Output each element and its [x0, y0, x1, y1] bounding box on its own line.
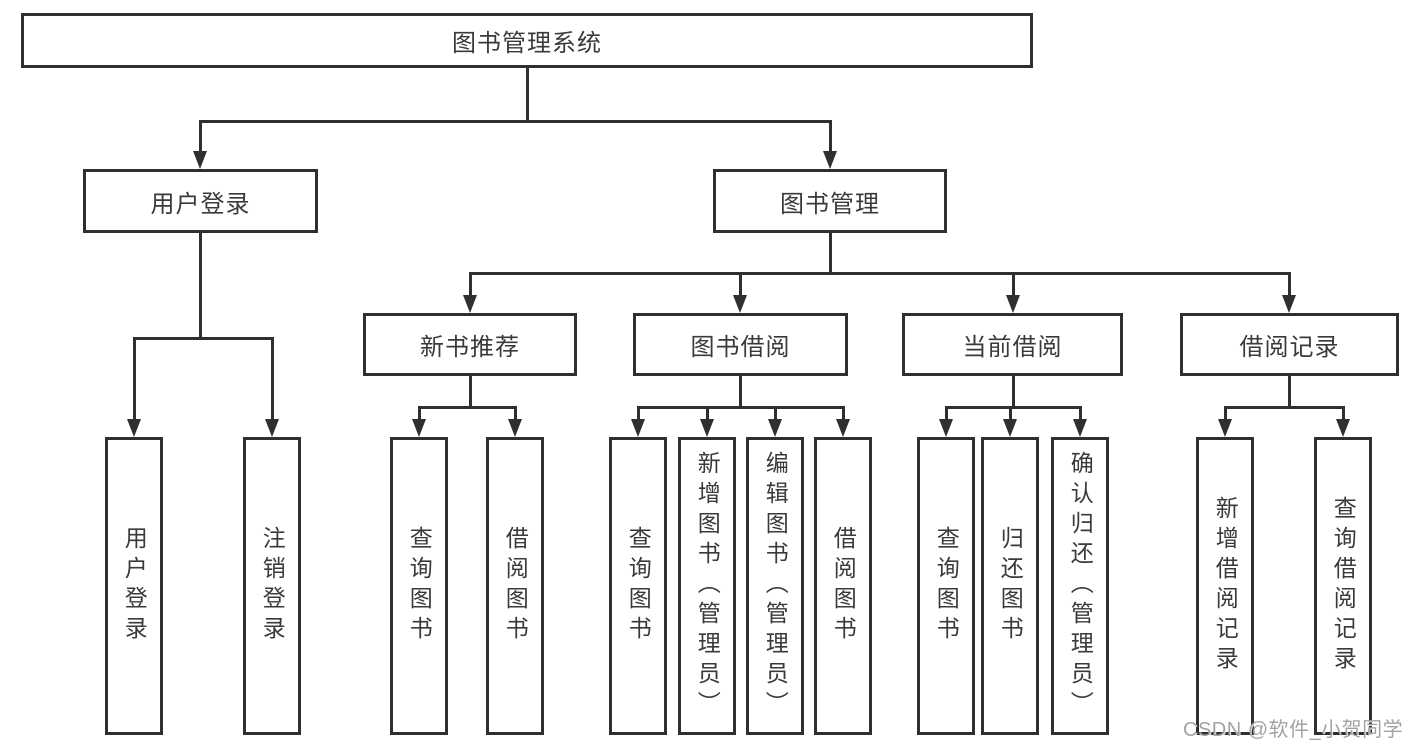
- connector-line: [198, 120, 832, 123]
- connector-line: [468, 376, 472, 409]
- connector-line: [468, 272, 1291, 275]
- connector-line: [944, 409, 948, 419]
- node-borrow-records: 借阅记录: [1180, 313, 1399, 376]
- arrowhead: [939, 419, 953, 437]
- leaf-borrow-query-books-label: 查询图书: [625, 526, 652, 646]
- connector-line: [270, 340, 274, 419]
- connector-line: [198, 233, 202, 340]
- connector-line: [417, 406, 517, 409]
- connector-line: [198, 123, 202, 151]
- arrowhead: [193, 151, 207, 169]
- arrowhead: [1218, 419, 1232, 437]
- arrowhead: [1282, 295, 1296, 313]
- connector-line: [1011, 376, 1015, 409]
- arrowhead: [836, 419, 850, 437]
- leaf-borrow-borrow-books: 借阅图书: [814, 437, 872, 735]
- node-current-borrow: 当前借阅: [902, 313, 1123, 376]
- leaf-current-query-books-label: 查询图书: [933, 526, 960, 646]
- leaf-borrow-borrow-books-label: 借阅图书: [830, 526, 857, 646]
- connector-line: [841, 409, 845, 419]
- leaf-rec-borrow-books: 借阅图书: [486, 437, 544, 735]
- connector-line: [1008, 409, 1012, 419]
- leaf-records-add-record: 新增借阅记录: [1196, 437, 1254, 735]
- connector-line: [1287, 275, 1291, 295]
- leaf-logout: 注销登录: [243, 437, 301, 735]
- node-borrow-records-label: 借阅记录: [1239, 334, 1340, 361]
- arrowhead: [127, 419, 141, 437]
- node-user-login: 用户登录: [83, 169, 318, 233]
- leaf-records-add-record-label: 新增借阅记录: [1212, 496, 1239, 676]
- connector-line: [132, 340, 136, 419]
- arrowhead: [733, 295, 747, 313]
- leaf-rec-borrow-books-label: 借阅图书: [502, 526, 529, 646]
- arrowhead: [768, 419, 782, 437]
- connector-line: [828, 123, 832, 151]
- leaf-logout-label: 注销登录: [259, 526, 286, 646]
- connector-line: [738, 376, 742, 409]
- leaf-borrow-query-books: 查询图书: [609, 437, 667, 735]
- connector-line: [1341, 409, 1345, 419]
- node-root: 图书管理系统: [21, 13, 1033, 68]
- connector-line: [417, 409, 421, 419]
- arrowhead: [700, 419, 714, 437]
- connector-line: [636, 409, 640, 419]
- connector-line: [1078, 409, 1082, 419]
- connector-line: [1223, 409, 1227, 419]
- arrowhead: [631, 419, 645, 437]
- arrowhead: [463, 295, 477, 313]
- node-book-management-label: 图书管理: [780, 190, 880, 218]
- connector-line: [1287, 376, 1291, 409]
- connector-line: [828, 233, 832, 275]
- leaf-current-confirm-return-admin: 确认归还（管理员）: [1051, 437, 1109, 735]
- leaf-user-login-label: 用户登录: [121, 526, 148, 646]
- arrowhead: [508, 419, 522, 437]
- leaf-current-return-books-label: 归还图书: [997, 526, 1024, 646]
- leaf-borrow-edit-books-admin: 编辑图书（管理员）: [746, 437, 804, 735]
- arrowhead: [1336, 419, 1350, 437]
- node-user-login-label: 用户登录: [150, 190, 251, 218]
- connector-line: [513, 409, 517, 419]
- connector-line: [944, 406, 1082, 409]
- connector-line: [636, 406, 845, 409]
- leaf-borrow-add-books-admin-label: 新增图书（管理员）: [694, 451, 721, 721]
- leaf-current-confirm-return-admin-label: 确认归还（管理员）: [1067, 451, 1094, 721]
- leaf-current-query-books: 查询图书: [917, 437, 975, 735]
- leaf-rec-query-books: 查询图书: [390, 437, 448, 735]
- leaf-user-login: 用户登录: [105, 437, 163, 735]
- connector-line: [1011, 275, 1015, 295]
- arrowhead: [1006, 295, 1020, 313]
- node-book-borrow-label: 图书借阅: [690, 334, 791, 361]
- node-current-borrow-label: 当前借阅: [962, 334, 1063, 361]
- leaf-current-return-books: 归还图书: [981, 437, 1039, 735]
- connector-line: [705, 409, 709, 419]
- connector-line: [1223, 406, 1345, 409]
- arrowhead: [1073, 419, 1087, 437]
- arrowhead: [823, 151, 837, 169]
- connector-line: [525, 68, 529, 123]
- arrowhead: [412, 419, 426, 437]
- connector-line: [738, 275, 742, 295]
- watermark-csdn: CSDN @软件_小贺同学: [1183, 719, 1404, 741]
- node-new-book-recommend: 新书推荐: [363, 313, 577, 376]
- arrowhead: [1003, 419, 1017, 437]
- leaf-records-query-record: 查询借阅记录: [1314, 437, 1372, 735]
- node-root-label: 图书管理系统: [452, 30, 602, 57]
- node-new-book-recommend-label: 新书推荐: [420, 334, 520, 361]
- node-book-management: 图书管理: [713, 169, 947, 233]
- arrowhead: [265, 419, 279, 437]
- leaf-records-query-record-label: 查询借阅记录: [1330, 496, 1357, 676]
- connector-line: [773, 409, 777, 419]
- node-book-borrow: 图书借阅: [633, 313, 848, 376]
- leaf-borrow-add-books-admin: 新增图书（管理员）: [678, 437, 736, 735]
- connector-line: [468, 275, 472, 295]
- leaf-borrow-edit-books-admin-label: 编辑图书（管理员）: [762, 451, 789, 721]
- leaf-rec-query-books-label: 查询图书: [406, 526, 433, 646]
- connector-line: [132, 337, 274, 340]
